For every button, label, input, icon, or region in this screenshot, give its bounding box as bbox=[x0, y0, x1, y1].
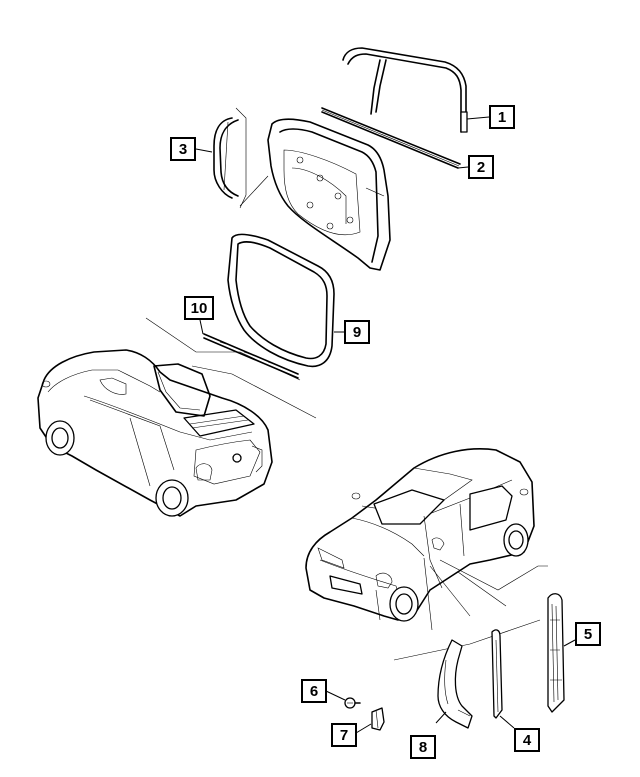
callout-10[interactable]: 10 bbox=[184, 296, 214, 320]
callout-9[interactable]: 9 bbox=[344, 320, 370, 344]
callout-3[interactable]: 3 bbox=[170, 137, 196, 161]
part-9-door-weatherstrip[interactable] bbox=[227, 233, 335, 368]
part-8-pillar-trim[interactable] bbox=[437, 639, 473, 729]
callout-6[interactable]: 6 bbox=[301, 679, 327, 703]
callout-4[interactable]: 4 bbox=[514, 728, 540, 752]
part-3-hinge-seal[interactable] bbox=[213, 117, 239, 199]
vehicle-rear-view bbox=[37, 349, 273, 517]
part-2-belt-weatherstrip[interactable] bbox=[321, 107, 461, 169]
part-10-sill-strip[interactable] bbox=[203, 333, 299, 379]
part-4-pillar-applique[interactable] bbox=[491, 629, 503, 719]
vehicle-front-view bbox=[305, 448, 535, 622]
part-6-screw[interactable] bbox=[344, 697, 361, 709]
door-shell bbox=[267, 118, 391, 271]
part-1-window-frame[interactable] bbox=[342, 47, 468, 133]
callout-2[interactable]: 2 bbox=[468, 155, 494, 179]
part-5-door-applique[interactable] bbox=[547, 593, 565, 713]
part-7-clip[interactable] bbox=[371, 707, 385, 731]
callout-7[interactable]: 7 bbox=[331, 723, 357, 747]
callout-1[interactable]: 1 bbox=[489, 105, 515, 129]
callout-5[interactable]: 5 bbox=[575, 622, 601, 646]
callout-8[interactable]: 8 bbox=[410, 735, 436, 759]
